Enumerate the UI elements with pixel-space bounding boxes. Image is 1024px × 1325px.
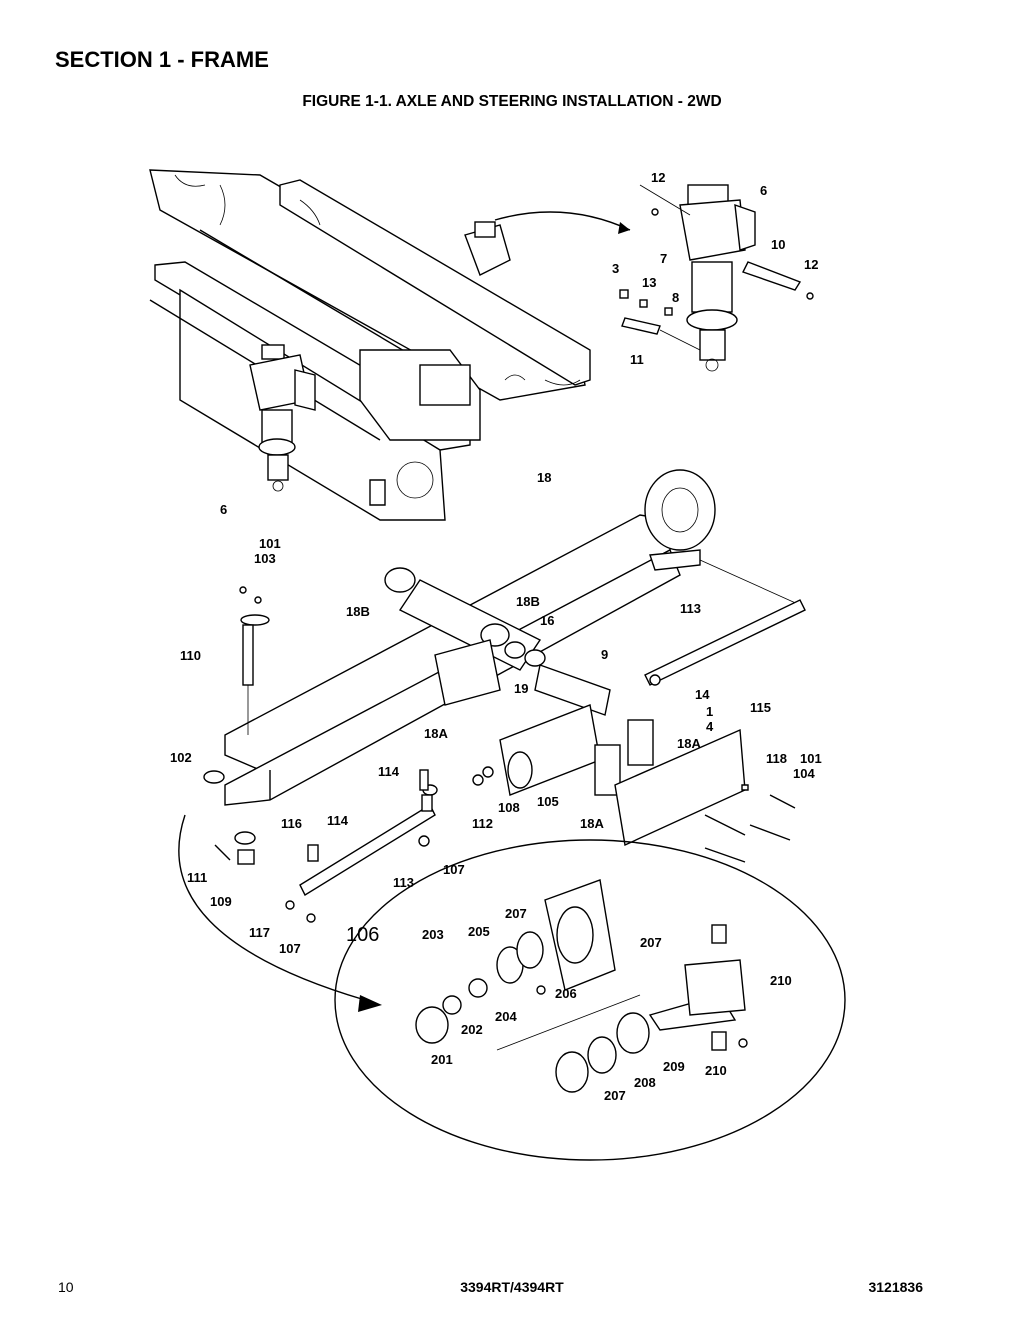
- callout: 19: [514, 681, 528, 696]
- callout: 113: [393, 875, 414, 890]
- callout: 18B: [346, 604, 370, 619]
- callout: 101: [800, 751, 822, 766]
- callout: 114: [378, 764, 400, 779]
- callout: 14: [695, 687, 710, 702]
- callout: 107: [443, 862, 465, 877]
- model-number: 3394RT/4394RT: [460, 1279, 564, 1295]
- callout: 18A: [677, 736, 701, 751]
- callout: 203: [422, 927, 444, 942]
- callout: 112: [472, 816, 493, 831]
- hardware-left: [203, 586, 796, 923]
- callout: 204: [495, 1009, 517, 1024]
- callout: 111: [187, 870, 207, 885]
- callout: 12: [651, 170, 665, 185]
- callout: 102: [170, 750, 192, 765]
- section-title: SECTION 1 - FRAME: [55, 47, 269, 72]
- hub-detail: [178, 814, 846, 1161]
- callout: 115: [750, 700, 771, 715]
- callout: 113: [680, 601, 701, 616]
- callout: 6: [220, 502, 227, 517]
- callout: 202: [461, 1022, 483, 1037]
- callout: 210: [770, 973, 792, 988]
- callout: 10: [771, 237, 785, 252]
- callout: 110: [180, 648, 201, 663]
- callout: 106: [346, 924, 379, 946]
- callout: 16: [540, 613, 554, 628]
- axle-drawing: [224, 469, 806, 847]
- steering-cylinder-small: [464, 221, 511, 276]
- frame-drawing: [149, 169, 591, 521]
- figure-title: FIGURE 1-1. AXLE AND STEERING INSTALLATI…: [302, 93, 722, 110]
- callout: 205: [468, 924, 490, 939]
- callout: 206: [555, 986, 577, 1001]
- callout: 18B: [516, 594, 540, 609]
- callout: 207: [505, 906, 527, 921]
- callout: 116: [281, 816, 302, 831]
- callout: 4: [706, 719, 714, 734]
- callout: 1: [706, 704, 713, 719]
- callout: 3: [612, 261, 619, 276]
- callout: 109: [210, 894, 232, 909]
- steering-cylinder-installed: [249, 344, 316, 492]
- callout: 18A: [580, 816, 604, 831]
- callout: 201: [431, 1052, 453, 1067]
- callout: 13: [642, 275, 656, 290]
- callout: 208: [634, 1075, 656, 1090]
- arrow-head: [618, 222, 630, 234]
- callout: 104: [793, 766, 815, 781]
- callout: 207: [640, 935, 662, 950]
- callout: 101: [259, 536, 281, 551]
- callout: 12: [804, 257, 818, 272]
- callout: 114: [327, 813, 349, 828]
- callout: 207: [604, 1088, 626, 1103]
- document-number: 3121836: [868, 1279, 923, 1295]
- callout: 7: [660, 251, 667, 266]
- callout: 209: [663, 1059, 685, 1074]
- page-number: 10: [58, 1279, 74, 1295]
- callout: 18: [537, 470, 551, 485]
- callout: 11: [630, 352, 644, 367]
- callout: 6: [760, 183, 767, 198]
- callout: 117: [249, 925, 270, 940]
- detail-arrow: [494, 211, 631, 231]
- callout: 9: [601, 647, 608, 662]
- callout: 210: [705, 1063, 727, 1078]
- callout: 103: [254, 551, 276, 566]
- callout: 8: [672, 290, 679, 305]
- callout: 108: [498, 800, 520, 815]
- callout: 18A: [424, 726, 448, 741]
- callout: 107: [279, 941, 301, 956]
- callout: 118: [766, 751, 787, 766]
- callout: 105: [537, 794, 559, 809]
- steering-cylinder-exploded: [619, 184, 814, 372]
